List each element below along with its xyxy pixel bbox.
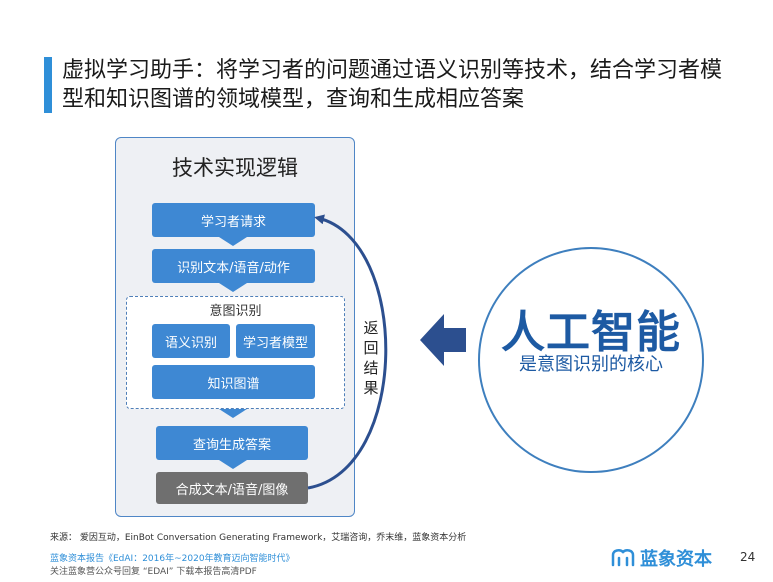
brand-logo: 蓝象资本	[610, 545, 712, 571]
ai-subline: 是意图识别的核心	[519, 354, 663, 375]
step-semantic-recognition: 语义识别	[152, 324, 230, 358]
slide-title: 虚拟学习助手：将学习者的问题通过语义识别等技术，结合学习者模型和知识图谱的领域模…	[62, 58, 723, 112]
down-arrow-1	[219, 237, 247, 246]
step-learner-model: 学习者模型	[236, 324, 315, 358]
left-pointing-arrow-icon	[420, 314, 466, 366]
step-synthesize-output: 合成文本/语音/图像	[156, 472, 308, 504]
return-loop-arrow	[307, 214, 388, 490]
intent-recognition-title: 意图识别	[209, 304, 262, 319]
ai-core-circle	[478, 247, 704, 473]
ai-headline: 人工智能	[501, 307, 681, 358]
panel-title: 技术实现逻辑	[172, 156, 298, 180]
down-arrow-3	[219, 409, 247, 418]
step-knowledge-graph: 知识图谱	[152, 365, 315, 399]
follow-note: 关注蓝象营公众号回复 “EDAI” 下载本报告高清PDF	[50, 567, 257, 577]
return-result-label: 返回结果	[363, 319, 379, 397]
elephant-logo-icon	[611, 549, 635, 567]
down-arrow-4	[219, 460, 247, 469]
down-arrow-2	[219, 283, 247, 292]
step-recognize-input: 识别文本/语音/动作	[152, 249, 315, 283]
logo-text: 蓝象资本	[640, 549, 712, 570]
step-query-answer: 查询生成答案	[156, 426, 308, 460]
title-accent-bar	[44, 57, 52, 113]
report-title: 蓝象资本报告《EdAI：2016年~2020年教育迈向智能时代》	[50, 554, 295, 564]
source-note: 来源： 爱因互动，EinBot Conversation Generating …	[50, 533, 467, 543]
page-number: 24	[740, 550, 756, 564]
step-learner-request: 学习者请求	[152, 203, 315, 237]
